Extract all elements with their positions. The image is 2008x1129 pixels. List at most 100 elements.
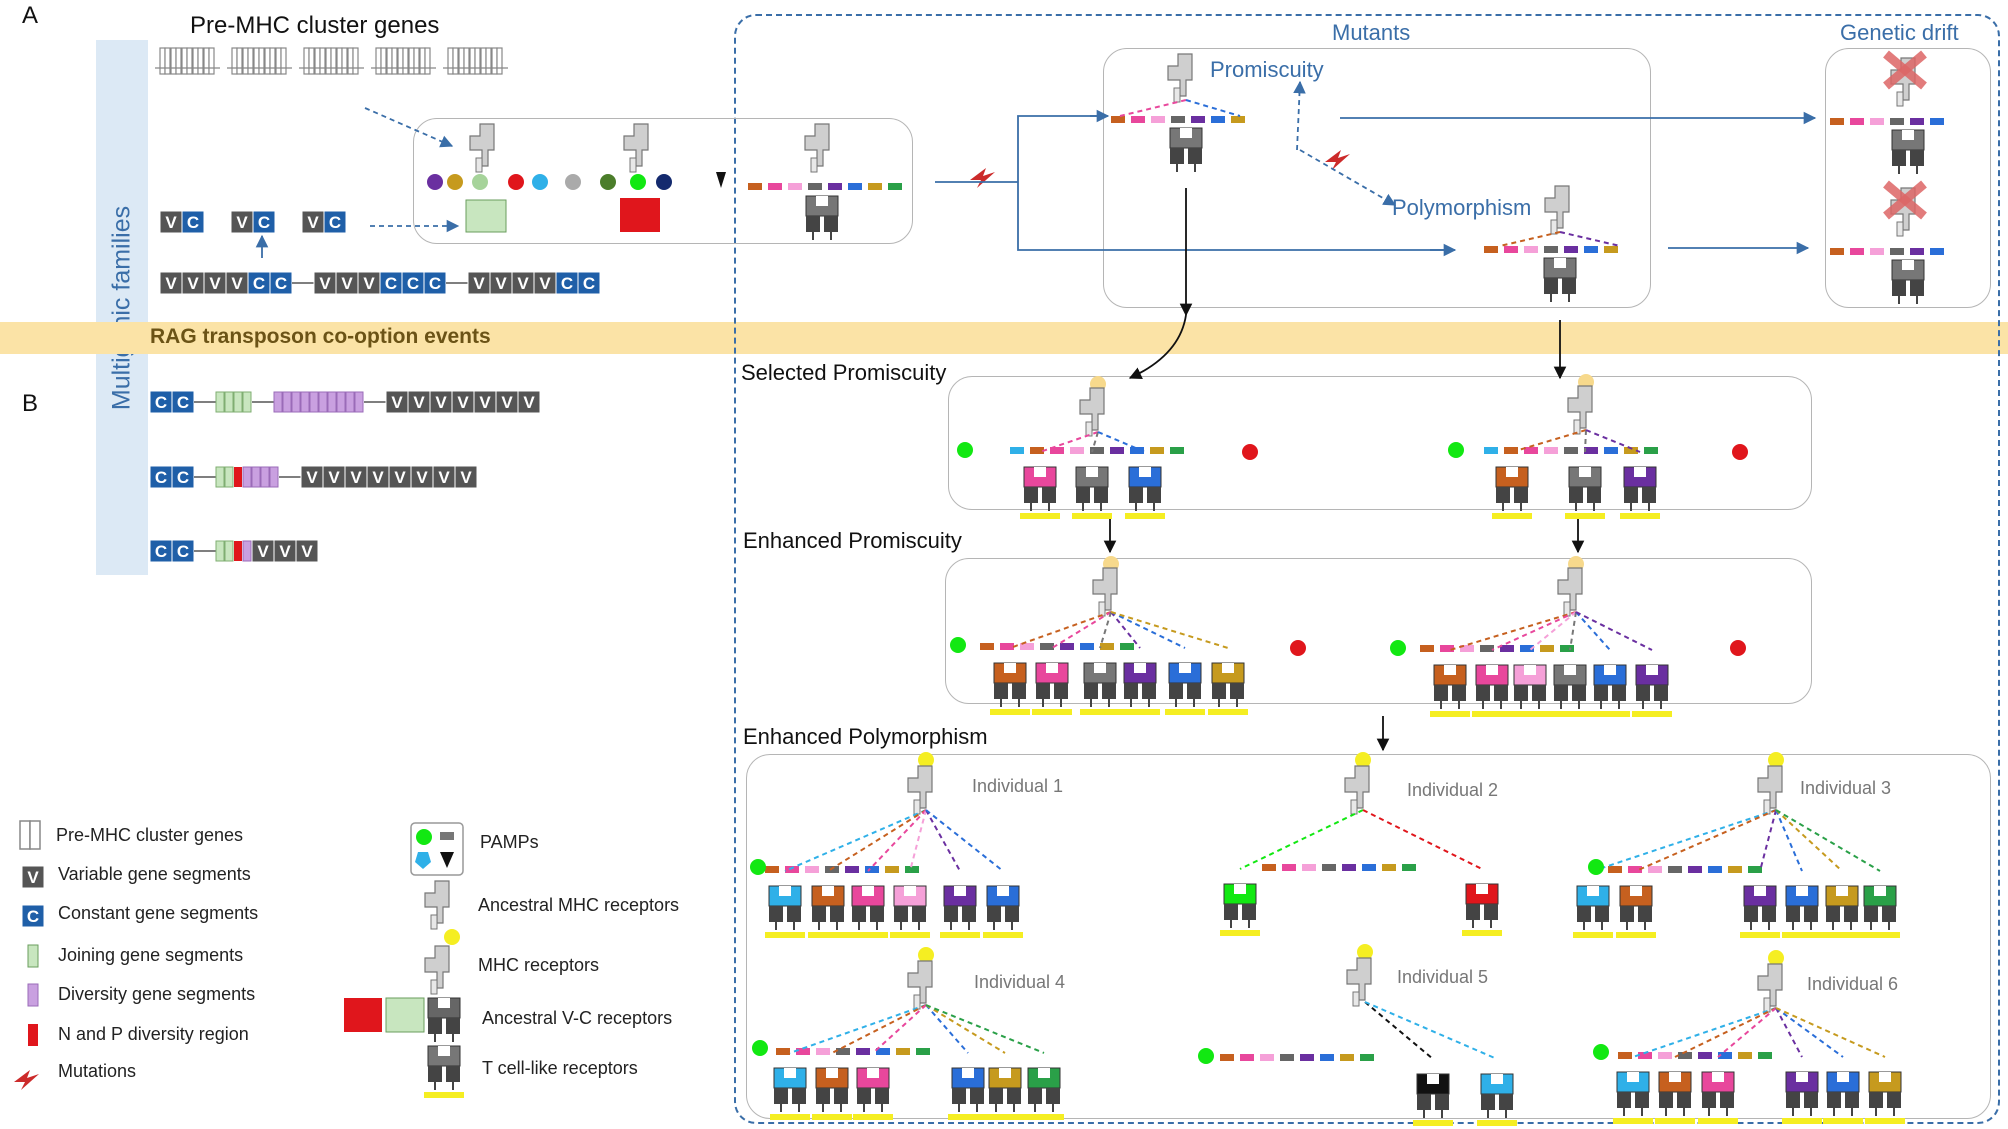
pre-mhc-gene	[303, 47, 315, 75]
individual-5-label: Individual 5	[1397, 967, 1489, 987]
pre-mhc-gene	[347, 47, 359, 75]
individual-6-label: Individual 6	[1807, 974, 1899, 994]
tcell-receptor	[1169, 127, 1203, 172]
constant-segment: C	[323, 210, 347, 234]
mhc-receptor	[907, 960, 933, 1010]
svg-text:C: C	[177, 393, 189, 412]
pamp-fragment	[1628, 866, 1642, 873]
pamp	[752, 1040, 768, 1056]
binding-line	[1569, 611, 1577, 651]
diversity-segment	[345, 391, 355, 413]
variable-segment: V	[366, 465, 390, 489]
diversity-segment	[336, 391, 346, 413]
pre-mhc-gene	[275, 47, 287, 75]
tcell-receptor	[805, 195, 839, 240]
mhc-receptor	[1079, 387, 1105, 437]
joining-segment	[215, 466, 225, 488]
pamp-fragment	[888, 183, 902, 190]
pamp-fragment	[1030, 447, 1044, 454]
pamp-fragment	[865, 866, 879, 873]
tcell-receptor	[1891, 259, 1925, 304]
arrow	[1293, 80, 1306, 151]
binding-line	[1119, 99, 1187, 117]
diversity-segment	[354, 391, 364, 413]
pamp-fragment	[1870, 118, 1884, 125]
diversity-segment	[269, 466, 279, 488]
binding-line	[827, 809, 927, 872]
pre-mhc-gene	[469, 47, 481, 75]
tcell-receptor	[1032, 662, 1072, 715]
enhanced-promiscuity-label: Enhanced Promiscuity	[743, 528, 962, 553]
pamp-fragment	[1484, 447, 1498, 454]
variable-segment: V	[203, 271, 227, 295]
genetic-drift-label: Genetic drift	[1840, 20, 1959, 45]
pamp-fragment	[748, 183, 762, 190]
svg-text:C: C	[253, 274, 265, 293]
tcell-receptor	[1632, 664, 1672, 717]
tcell-receptor	[770, 1067, 810, 1120]
svg-text:V: V	[187, 274, 199, 293]
tcell-receptor	[427, 997, 461, 1042]
genetic-drift-box	[1825, 48, 1991, 308]
binding-line	[784, 809, 927, 872]
mhc-peptide	[1357, 944, 1373, 960]
pamp	[716, 172, 726, 188]
mutants-label: Mutants	[1332, 20, 1411, 45]
svg-text:V: V	[279, 542, 291, 561]
diversity-segment	[300, 391, 310, 413]
tcell-receptor	[808, 885, 848, 938]
constant-segment: C	[247, 271, 271, 295]
pre-mhc-gene	[181, 47, 193, 75]
enhanced-polymorphism-label: Enhanced Polymorphism	[743, 724, 988, 749]
variable-segment: V	[385, 390, 409, 414]
pamp-fragment	[1120, 643, 1134, 650]
legend-mhc: MHC receptors	[478, 955, 600, 975]
diversity-segment	[291, 391, 301, 413]
pamp-fragment	[1540, 645, 1554, 652]
pamp-fragment	[1231, 116, 1245, 123]
pamp-fragment	[1280, 1054, 1294, 1061]
pamp-fragment	[1678, 1052, 1692, 1059]
legend-constant: Constant gene segments	[58, 903, 259, 923]
mhc-receptor	[1557, 567, 1583, 617]
legend-ancestral-mhc: Ancestral MHC receptors	[478, 895, 680, 915]
pamp-fragment	[785, 866, 799, 873]
variable-segment: V	[159, 271, 183, 295]
pamp-fragment	[1504, 246, 1518, 253]
variable-segment: V	[473, 390, 497, 414]
binding-line	[909, 809, 927, 872]
constant-segment: C	[555, 271, 579, 295]
pamp-fragment	[1080, 643, 1094, 650]
tcell-receptor	[1024, 1067, 1064, 1120]
pamp-fragment	[896, 1048, 910, 1055]
mutants-box	[1103, 48, 1651, 308]
binding-line	[1585, 429, 1641, 453]
pamp-fragment	[1090, 447, 1104, 454]
svg-text:C: C	[385, 274, 397, 293]
mhc-receptor	[1344, 765, 1370, 815]
pamp	[440, 852, 454, 868]
pamp-fragment	[1644, 447, 1658, 454]
pamp-fragment	[1564, 447, 1578, 454]
pamp-fragment	[1342, 864, 1356, 871]
receptors	[427, 50, 1944, 1126]
variable-segment: V	[322, 465, 346, 489]
binding-line	[1110, 611, 1141, 649]
variable-segment: V	[295, 539, 319, 563]
svg-text:V: V	[236, 213, 248, 232]
pre-mhc-gene	[242, 47, 254, 75]
legend-mhc-peptide	[444, 929, 460, 945]
pamp-fragment	[796, 1048, 810, 1055]
tcell-receptor	[1822, 885, 1862, 938]
pamp-fragment	[1890, 118, 1904, 125]
pamp-fragment	[768, 183, 782, 190]
tcell-receptor	[812, 1067, 852, 1120]
pamp-fragment	[1524, 246, 1538, 253]
mhc-receptor	[469, 123, 495, 173]
tcell-receptor	[948, 1067, 988, 1120]
binding-line	[1759, 809, 1777, 872]
variable-segment: V	[300, 465, 324, 489]
binding-line	[1491, 611, 1577, 651]
pamp	[630, 174, 646, 190]
